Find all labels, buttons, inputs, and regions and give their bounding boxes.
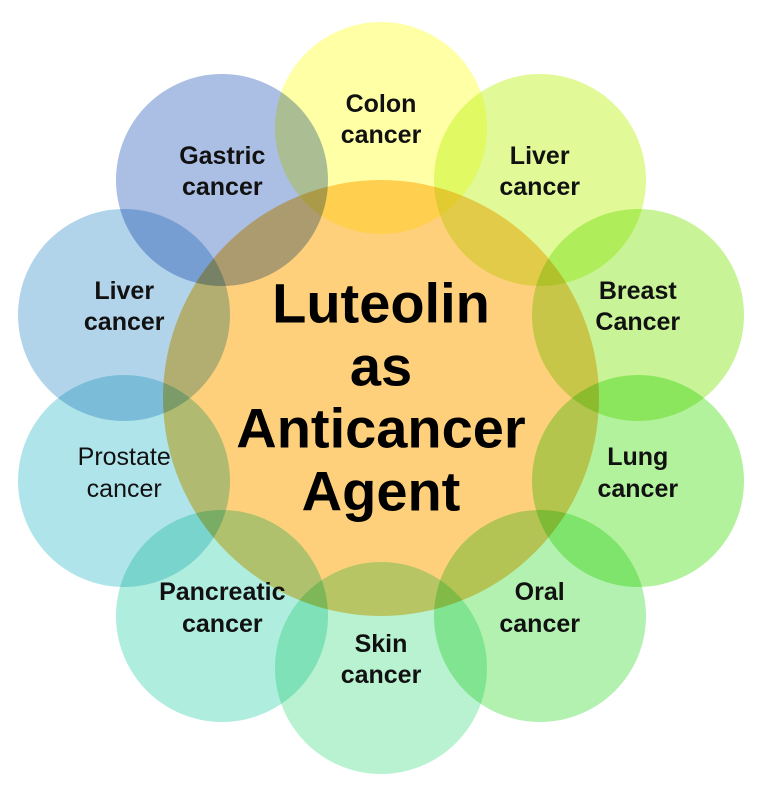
petal-circle-gastric — [116, 73, 329, 286]
